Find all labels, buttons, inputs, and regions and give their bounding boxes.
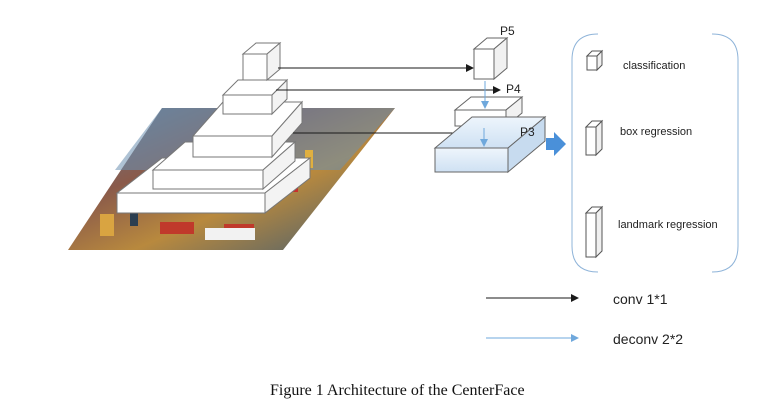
output-arrow-icon bbox=[546, 132, 566, 156]
fpn-p3-block bbox=[433, 115, 547, 174]
label-p4: P4 bbox=[506, 82, 521, 96]
heads-bracket bbox=[571, 33, 739, 273]
label-p5: P5 bbox=[500, 24, 515, 38]
legend-conv-label: conv 1*1 bbox=[613, 291, 668, 307]
fpn-p5-block bbox=[472, 36, 509, 81]
lateral-conv-arrows bbox=[276, 64, 501, 137]
topdown-deconv-arrows bbox=[480, 81, 489, 147]
classification-head bbox=[585, 49, 604, 72]
backbone-pyramid bbox=[115, 41, 312, 215]
pyramid-level-4-front bbox=[222, 94, 273, 115]
pyramid-level-1-front bbox=[116, 192, 266, 214]
landmark-regression-head bbox=[584, 205, 604, 259]
head-label-box-regression: box regression bbox=[620, 126, 692, 138]
label-p3: P3 bbox=[520, 125, 535, 139]
box-regression-head bbox=[584, 119, 604, 157]
head-label-landmark-regression: landmark regression bbox=[618, 219, 718, 231]
legend-deconv-label: deconv 2*2 bbox=[613, 331, 683, 347]
pyramid-level-2-front bbox=[152, 169, 264, 190]
figure-caption: Figure 1 Architecture of the CenterFace bbox=[270, 382, 525, 399]
pyramid-level-3-front bbox=[192, 135, 273, 158]
pyramid-level-5-front bbox=[242, 53, 268, 81]
head-label-classification: classification bbox=[623, 60, 685, 72]
legend: conv 1*1 deconv 2*2 bbox=[486, 291, 683, 347]
